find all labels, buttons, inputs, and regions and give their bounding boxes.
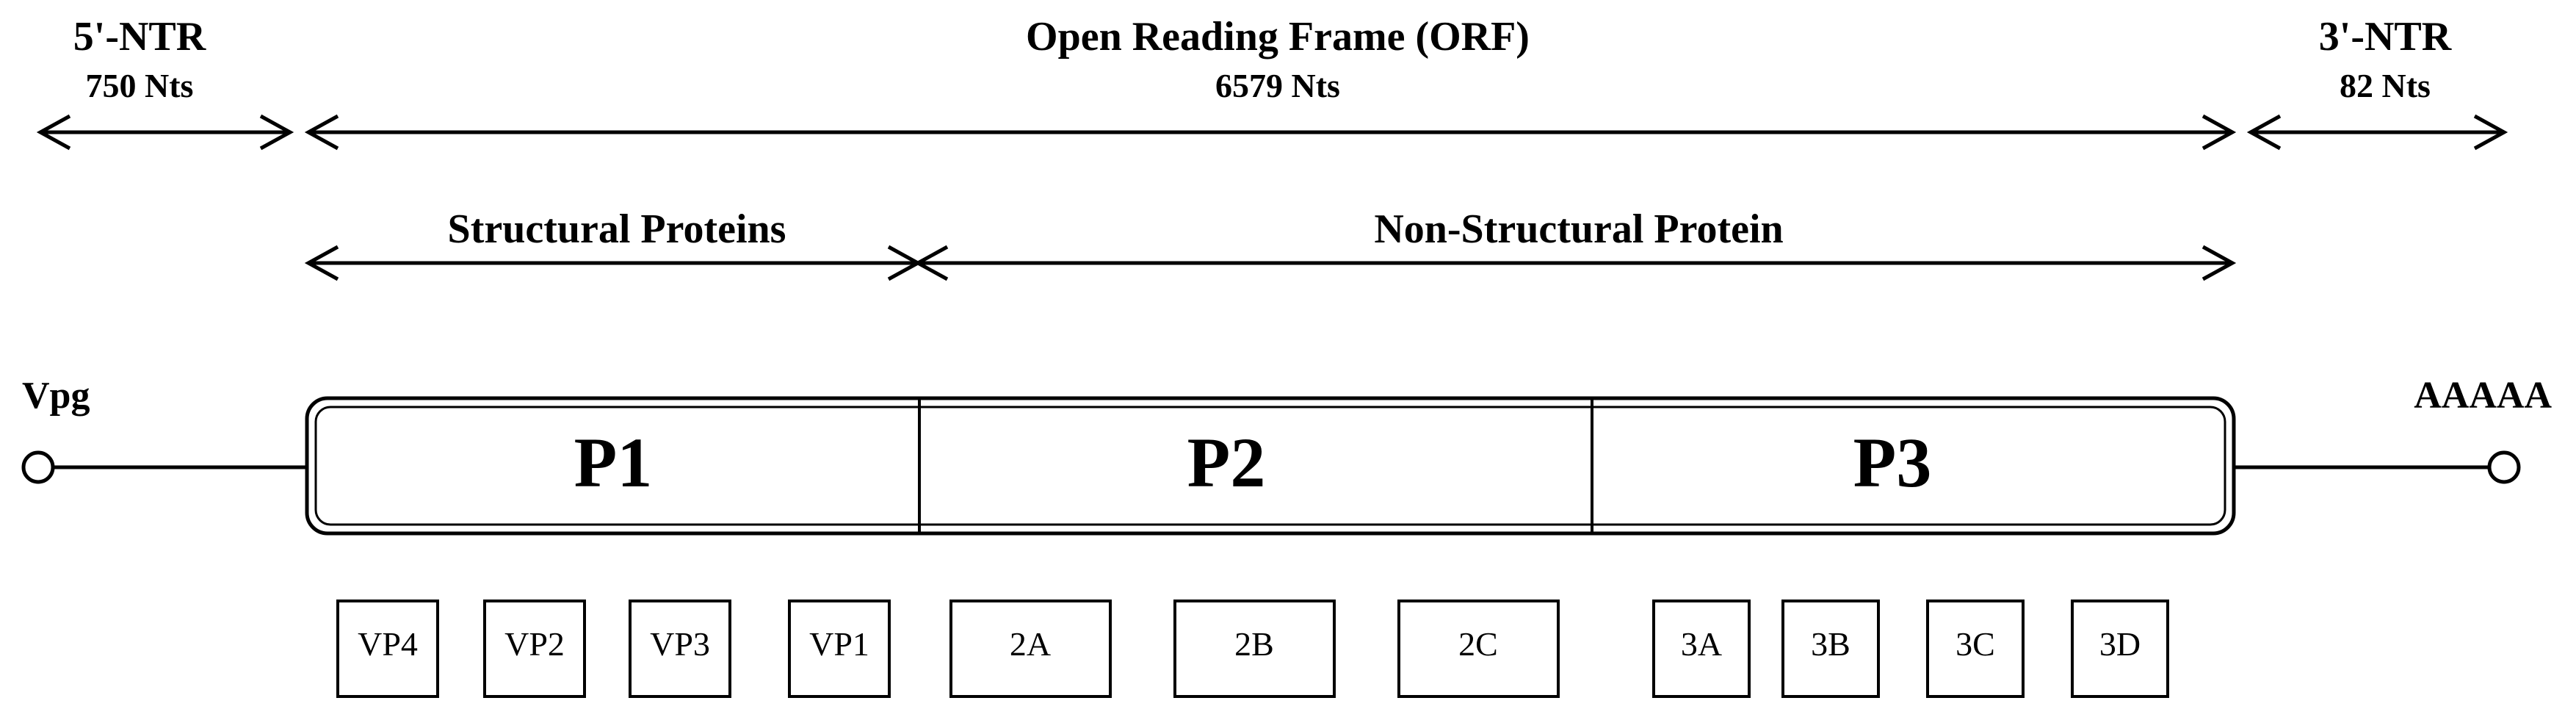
ntr5-length: 750 Nts	[86, 67, 194, 104]
protein-2c: 2C	[1397, 600, 1560, 698]
orf-title: Open Reading Frame (ORF)	[1026, 14, 1530, 60]
protein-3b-label: 3B	[1811, 625, 1850, 663]
polyprotein-p1: P1	[574, 423, 653, 502]
ntr5-title: 5'-NTR	[73, 14, 206, 60]
protein-2a: 2A	[949, 600, 1112, 698]
polyprotein-dividers	[918, 398, 1593, 533]
protein-vp1-label: VP1	[809, 625, 869, 663]
protein-3c-label: 3C	[1955, 625, 1995, 663]
protein-vp3: VP3	[629, 600, 731, 698]
protein-3c: 3C	[1926, 600, 2025, 698]
polya-terminus-circle	[2487, 450, 2521, 484]
protein-vp2-label: VP2	[504, 625, 565, 663]
protein-2b: 2B	[1173, 600, 1336, 698]
orf-length: 6579 Nts	[1215, 67, 1340, 104]
orf-span-arrow	[304, 114, 2237, 151]
protein-3b: 3B	[1781, 600, 1880, 698]
non-structural-protein-label: Non-Structural Protein	[1374, 206, 1783, 252]
ntr3-length: 82 Nts	[2340, 67, 2431, 104]
protein-3d-label: 3D	[2099, 625, 2141, 663]
non-structural-span-arrow	[913, 245, 2237, 281]
protein-vp2: VP2	[483, 600, 586, 698]
vpg-label: Vpg	[22, 375, 90, 417]
protein-2c-label: 2C	[1458, 625, 1498, 663]
vpg-terminus-circle	[21, 450, 55, 484]
protein-2a-label: 2A	[1010, 625, 1051, 663]
structural-proteins-label: Structural Proteins	[448, 206, 786, 252]
protein-vp1: VP1	[788, 600, 891, 698]
protein-3a-label: 3A	[1681, 625, 1722, 663]
ntr3-title: 3'-NTR	[2319, 14, 2452, 60]
protein-vp3-label: VP3	[650, 625, 710, 663]
protein-3a: 3A	[1652, 600, 1751, 698]
protein-3d: 3D	[2071, 600, 2169, 698]
protein-vp4: VP4	[336, 600, 439, 698]
ntr3-span-arrow	[2246, 114, 2508, 151]
polya-tail-label: AAAAA	[2414, 375, 2552, 417]
polyprotein-p2: P2	[1187, 423, 1266, 502]
polyprotein-p3: P3	[1853, 423, 1932, 502]
protein-2b-label: 2B	[1234, 625, 1274, 663]
protein-vp4-label: VP4	[358, 625, 418, 663]
polyprotein-box	[305, 396, 2236, 536]
ntr5-span-arrow	[36, 114, 294, 151]
